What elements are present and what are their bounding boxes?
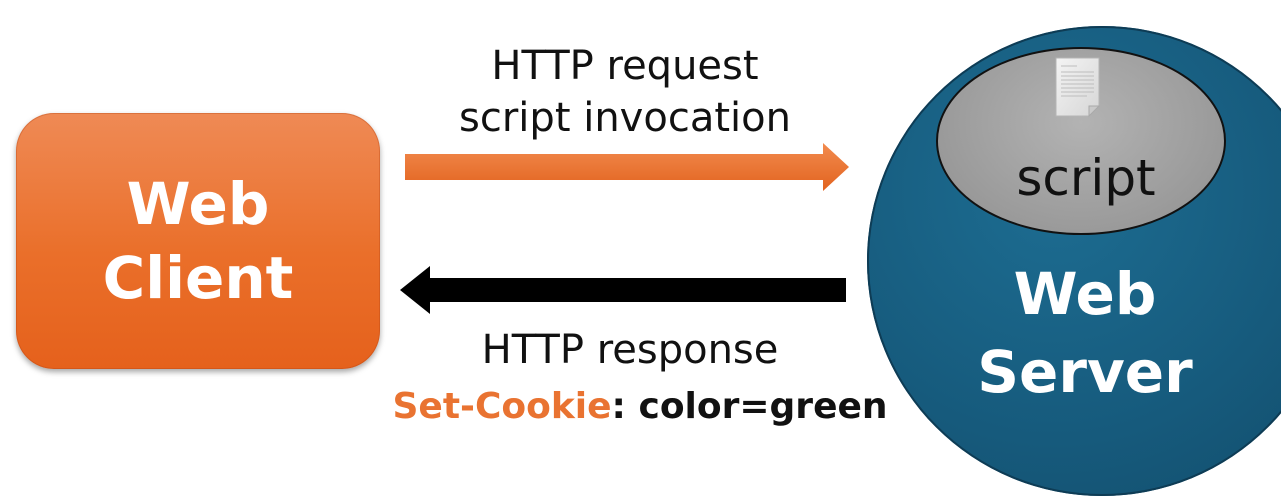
- web-server-label: Web Server: [940, 255, 1230, 411]
- web-server-label-line2: Server: [977, 338, 1193, 406]
- request-label-line1: HTTP request: [491, 43, 759, 89]
- set-cookie-line: Set-Cookie: color=green: [380, 382, 900, 432]
- script-label: script: [1016, 149, 1156, 207]
- web-client-label-line1: Web: [126, 170, 270, 238]
- request-arrow: [405, 143, 849, 191]
- request-label: HTTP request script invocation: [400, 40, 850, 144]
- response-label: HTTP response: [481, 327, 779, 373]
- arrows-layer: [400, 143, 849, 314]
- response-arrow: [400, 266, 846, 314]
- web-client-label-line2: Client: [102, 244, 294, 312]
- request-label-line2: script invocation: [459, 95, 791, 141]
- set-cookie-value: : color=green: [611, 386, 888, 427]
- web-client-box: Web Client: [16, 113, 380, 369]
- document-icon: [1055, 57, 1101, 118]
- set-cookie-header: Set-Cookie: [392, 386, 612, 427]
- web-server-label-line1: Web: [1013, 260, 1157, 328]
